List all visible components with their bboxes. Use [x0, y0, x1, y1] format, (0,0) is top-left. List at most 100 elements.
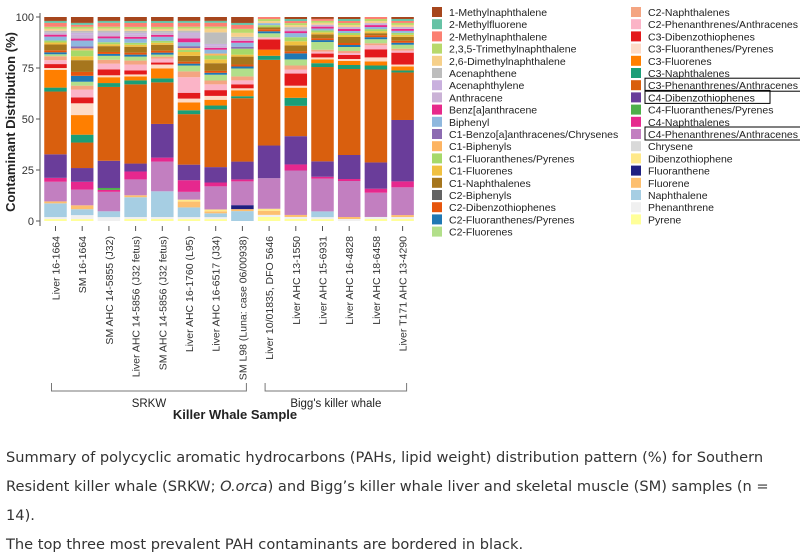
bar-segment — [231, 76, 254, 81]
bar-segment — [257, 17, 281, 20]
bar-segment — [391, 64, 414, 67]
bar-segment — [231, 32, 254, 37]
bar-segment — [364, 216, 388, 219]
legend-label: C1-Naphthalenes — [449, 178, 531, 190]
bar-segment — [284, 164, 308, 171]
legend-label: Pyrene — [648, 214, 681, 226]
bar-segment — [204, 22, 227, 27]
bar-segment — [311, 17, 334, 19]
bar-segment — [257, 39, 281, 50]
bar-segment — [44, 219, 67, 221]
bar-segment — [177, 42, 201, 47]
legend-swatch — [631, 43, 641, 54]
legend-label: C3-Dibenzothiophenes — [648, 31, 755, 43]
legend-highlight-box — [644, 89, 771, 104]
legend-label: Acenaphthylene — [449, 80, 524, 92]
bar-segment — [177, 191, 201, 200]
bar-segment — [337, 219, 361, 221]
bar-segment — [391, 28, 414, 31]
legend-label: C2-Naphthalenes — [648, 7, 730, 19]
legend-label: C2-Biphenyls — [449, 190, 511, 202]
legend-swatch — [631, 116, 641, 127]
bar-segment — [97, 77, 121, 84]
bar-segment — [364, 162, 388, 189]
bar-segment — [364, 39, 388, 44]
bar-segment — [97, 69, 121, 76]
bar-segment — [204, 53, 227, 56]
legend-label: 1-Methylnaphthalene — [449, 7, 547, 19]
bar-segment — [151, 123, 174, 158]
bar-segment — [284, 59, 308, 66]
bar-segment — [97, 160, 121, 188]
legend-label: C2-Fluoranthenes/Pyrenes — [449, 214, 574, 226]
bar-segment — [124, 70, 147, 75]
legend-label: 2-Methylnaphthalene — [449, 31, 547, 43]
bar-segment — [391, 219, 414, 221]
bar-segment — [337, 29, 361, 31]
bar-segment — [257, 208, 281, 211]
bar-segment — [70, 60, 94, 72]
bar-segment — [97, 75, 121, 78]
legend-swatch — [432, 202, 442, 213]
bar-segment — [124, 80, 147, 85]
bar-segment — [44, 28, 67, 31]
legend-swatch — [631, 19, 641, 30]
bar-segment — [257, 49, 281, 56]
bar-segment — [124, 38, 147, 43]
legend-label: 2,3,5-Trimethylnaphthalene — [449, 44, 577, 56]
bar-segment — [311, 22, 334, 25]
group-bracket — [264, 383, 408, 392]
bar-segment — [257, 33, 281, 38]
bar-segment — [364, 57, 388, 62]
bar-segment — [231, 161, 254, 180]
legend-swatch — [432, 31, 442, 42]
legend-swatch — [432, 129, 442, 139]
bar-segment — [284, 105, 308, 137]
y-tick-label: 0 — [28, 216, 34, 228]
bar-segment — [177, 32, 201, 35]
legend-swatch — [631, 202, 641, 213]
bar-segment — [97, 34, 121, 37]
bar-segment — [44, 217, 67, 220]
bar-segment — [70, 56, 94, 61]
bar-segment — [257, 25, 281, 28]
bar-segment — [284, 170, 308, 215]
bar-segment — [124, 74, 147, 77]
bar-segment — [257, 37, 281, 40]
bar-segment — [177, 114, 201, 165]
bar-segment — [151, 26, 174, 29]
bar-segment — [284, 33, 308, 38]
bar-segment — [204, 47, 227, 50]
bar-segment — [151, 62, 174, 65]
bar-segment — [337, 61, 361, 65]
bar-segment — [284, 73, 308, 86]
bar-segment — [44, 60, 67, 65]
bar-segment — [151, 68, 174, 79]
bar-segment — [97, 86, 121, 161]
bar-segment — [177, 110, 201, 115]
bar-segment — [284, 17, 308, 20]
legend-label: C4-Fluoranthenes/Pyrenes — [648, 105, 773, 117]
legend-label: 2,6-Dimethylnaphthalene — [449, 56, 566, 68]
bar-segment — [231, 24, 254, 29]
bar-segment — [391, 44, 414, 49]
bar-segment — [70, 71, 94, 76]
bar-segment — [364, 23, 388, 26]
bar-segment — [44, 26, 67, 29]
bar-segment — [391, 26, 414, 29]
bar-segment — [337, 25, 361, 27]
bar-segment — [284, 31, 308, 34]
bar-segment — [97, 187, 121, 190]
bar-segment — [391, 52, 414, 65]
bar-segment — [231, 36, 254, 39]
bar-segment — [204, 182, 227, 187]
bar-segment — [177, 26, 201, 29]
bar-segment — [204, 217, 227, 220]
bar-segment — [391, 40, 414, 43]
bar-segment — [151, 42, 174, 45]
bar-segment — [124, 32, 147, 35]
bar-segment — [364, 49, 388, 58]
bar-segment — [70, 24, 94, 27]
bar-segment — [44, 91, 67, 155]
bar-segment — [284, 53, 308, 60]
